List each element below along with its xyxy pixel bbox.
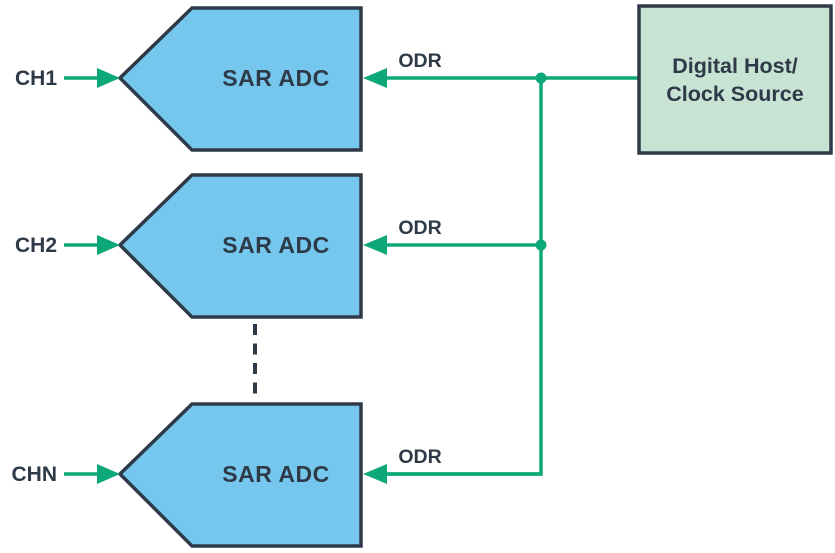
- channel-1-input-label: CH1: [15, 67, 57, 90]
- odr-2-label: ODR: [398, 217, 441, 239]
- sar-adc-2-label: SAR ADC: [222, 232, 329, 258]
- odr-n-arrowhead-icon: [363, 464, 387, 484]
- odr-1-arrowhead-icon: [363, 68, 387, 88]
- junction-dot-1: [535, 72, 547, 84]
- digital-host-label-line2: Clock Source: [666, 82, 803, 106]
- odr-1-label: ODR: [398, 50, 441, 72]
- channel-n-input-arrowhead-icon: [97, 464, 120, 484]
- channel-n-group: SAR ADC CHN ODR: [12, 402, 541, 548]
- sar-adc-n-label: SAR ADC: [222, 461, 329, 487]
- odr-2-arrowhead-icon: [363, 235, 387, 255]
- digital-host-group: Digital Host/ Clock Source: [637, 4, 833, 155]
- junction-dot-2: [535, 239, 547, 251]
- sar-adc-2-block: [117, 173, 363, 319]
- sar-adc-1-block: [117, 6, 363, 152]
- channel-1-input-arrowhead-icon: [97, 68, 120, 88]
- digital-host-block: [637, 4, 833, 155]
- channel-2-input-label: CH2: [15, 234, 57, 257]
- sar-adc-n-block: [117, 402, 363, 548]
- sar-adc-1-label: SAR ADC: [222, 65, 329, 91]
- channel-2-group: SAR ADC CH2 ODR: [15, 173, 541, 319]
- clock-distribution-net: [388, 72, 638, 476]
- channel-1-group: SAR ADC CH1 ODR: [15, 6, 541, 152]
- channel-n-input-label: CHN: [12, 463, 58, 486]
- digital-host-label-line1: Digital Host/: [672, 54, 797, 78]
- odr-n-label: ODR: [398, 446, 441, 468]
- channel-2-input-arrowhead-icon: [97, 235, 120, 255]
- clock-trunk-line: [388, 78, 543, 476]
